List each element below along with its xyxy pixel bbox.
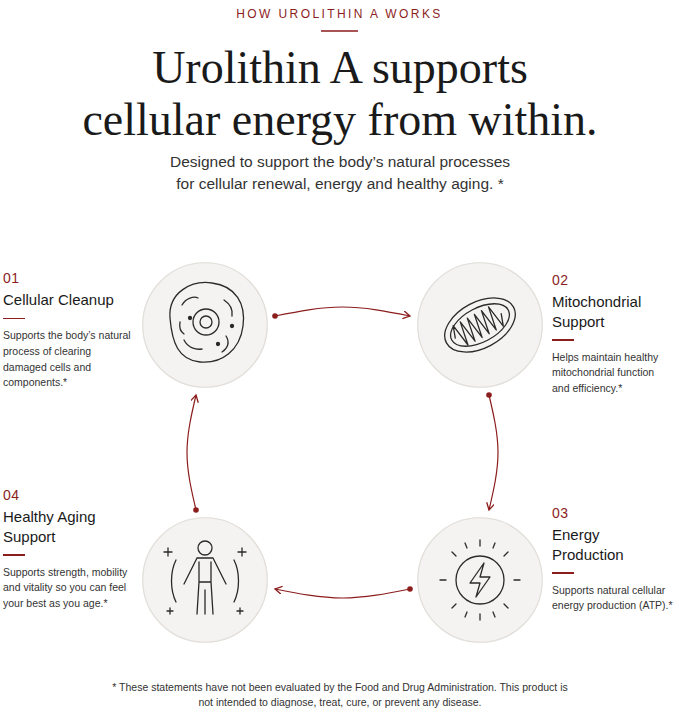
- step-heading: Cellular Cleanup: [3, 290, 131, 310]
- flow-arrow: [275, 307, 410, 316]
- step-heading: Energy Production: [552, 525, 674, 564]
- section-header: HOW UROLITHIN A WORKS: [0, 7, 679, 21]
- step-description: Supports natural cellular energy product…: [552, 583, 674, 615]
- flow-arrow: [489, 395, 498, 510]
- step-heading: Healthy Aging Support: [3, 507, 131, 546]
- flow-arrow: [187, 395, 196, 510]
- energy-icon: [440, 540, 520, 620]
- connector-dot: [407, 586, 413, 592]
- accent-rule: [3, 554, 25, 556]
- circle-outline: [142, 517, 268, 643]
- footnote: * These statements have not been evaluat…: [110, 680, 570, 709]
- mitochondrion-icon: [436, 287, 525, 363]
- flow-arrow: [275, 589, 410, 598]
- process-circle: 02Mitochondrial SupportHelps maintain he…: [417, 262, 543, 388]
- step-number: 01: [3, 270, 131, 286]
- header-rule: [321, 30, 358, 32]
- step-number: 04: [3, 487, 131, 503]
- step-description: Supports the body’s natural process of c…: [3, 328, 131, 391]
- text-column: 03Energy ProductionSupports natural cell…: [552, 505, 674, 614]
- icon-grounds: [142, 262, 543, 643]
- connector-dot: [272, 313, 278, 319]
- circle-outline: [417, 517, 543, 643]
- text-column: 01Cellular CleanupSupports the body’s na…: [3, 270, 131, 391]
- cell-icon: [170, 283, 244, 363]
- title: Urolithin A supports cellular energy fro…: [40, 42, 640, 145]
- text-column: 04Healthy Aging SupportSupports strength…: [3, 487, 131, 612]
- step-description: Helps maintain healthy mitochondrial fun…: [552, 350, 674, 397]
- circle-outline: [417, 262, 543, 388]
- process-circle: 04Healthy Aging SupportSupports strength…: [142, 517, 268, 643]
- connector-dot: [486, 392, 492, 398]
- connector-dot: [193, 507, 199, 513]
- text-column: 02Mitochondrial SupportHelps maintain he…: [552, 272, 674, 397]
- process-circle: 03Energy ProductionSupports natural cell…: [417, 517, 543, 643]
- person-icon: [164, 541, 246, 614]
- accent-rule: [552, 339, 574, 341]
- step-number: 02: [552, 272, 674, 288]
- step-number: 03: [552, 505, 674, 521]
- step-heading: Mitochondrial Support: [552, 292, 674, 331]
- circle-outline: [142, 262, 268, 388]
- process-circle: 01Cellular CleanupSupports the body’s na…: [142, 262, 268, 388]
- subtitle: Designed to support the body’s natural p…: [125, 151, 555, 196]
- accent-rule: [3, 318, 25, 320]
- accent-rule: [552, 572, 574, 574]
- step-description: Supports strength, mobility and vitality…: [3, 565, 131, 612]
